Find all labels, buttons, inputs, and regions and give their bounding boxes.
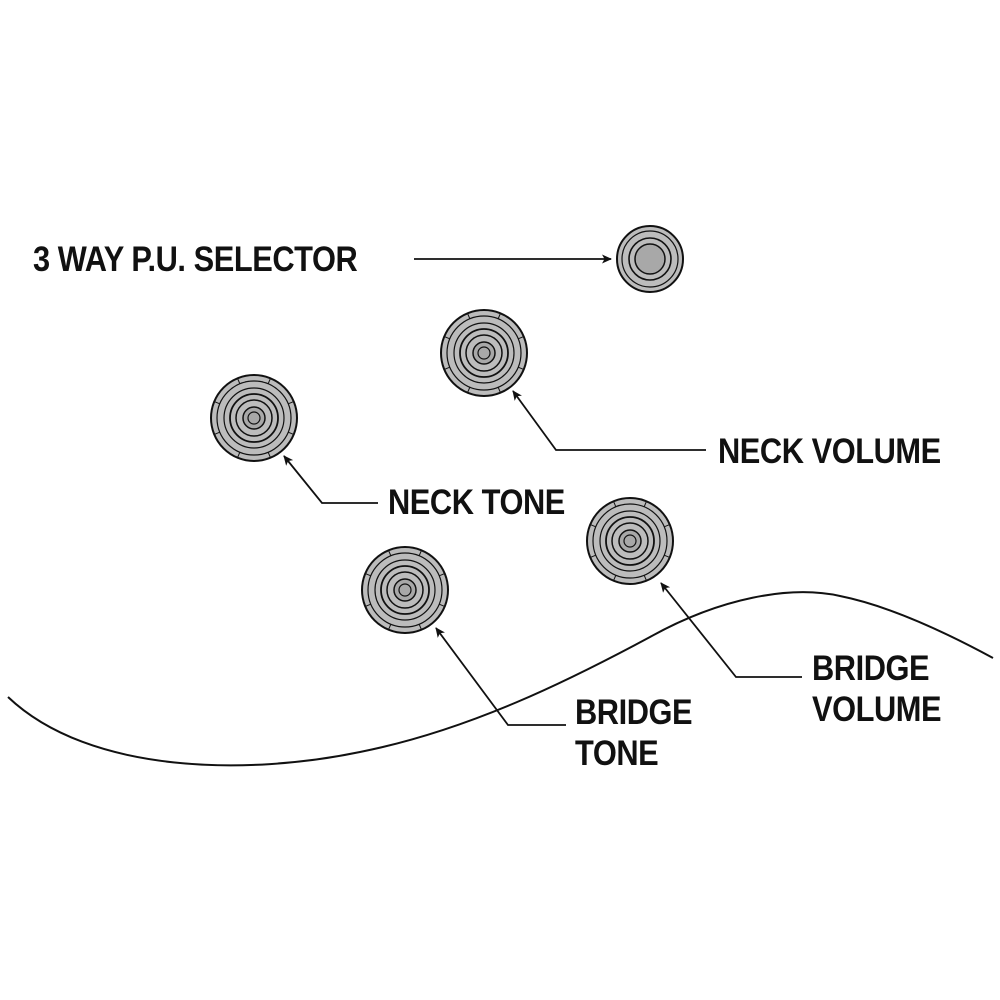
bridge-volume-label: BRIDGE VOLUME (812, 648, 942, 730)
selector-label-text: 3 WAY P.U. SELECTOR (33, 240, 358, 279)
neck-tone-leader-arrow (283, 455, 378, 504)
bridge-tone-knob-icon (361, 546, 449, 634)
bridge-volume-label-line2: VOLUME (812, 690, 942, 729)
bridge-tone-label: BRIDGE TONE (575, 692, 693, 774)
bridge-tone-label-line2: TONE (575, 734, 659, 773)
neck-tone-label: NECK TONE (388, 482, 565, 523)
neck-tone-label-text: NECK TONE (388, 483, 565, 522)
neck-volume-label-text: NECK VOLUME (718, 432, 941, 471)
body-edge-curve (7, 591, 994, 767)
bridge-tone-label-line1: BRIDGE (575, 693, 693, 732)
selector-label: 3 WAY P.U. SELECTOR (33, 239, 358, 280)
bridge-volume-knob-icon (586, 497, 674, 585)
toggle-switch-knob-icon (616, 225, 684, 293)
neck-volume-leader-arrow (512, 390, 706, 451)
bridge-tone-leader-arrow (435, 627, 566, 726)
neck-volume-knob-icon (440, 309, 528, 397)
neck-tone-knob-icon (210, 374, 298, 462)
bridge-volume-leader-arrow (660, 582, 802, 678)
neck-volume-label: NECK VOLUME (718, 431, 941, 472)
bridge-volume-label-line1: BRIDGE (812, 649, 930, 688)
